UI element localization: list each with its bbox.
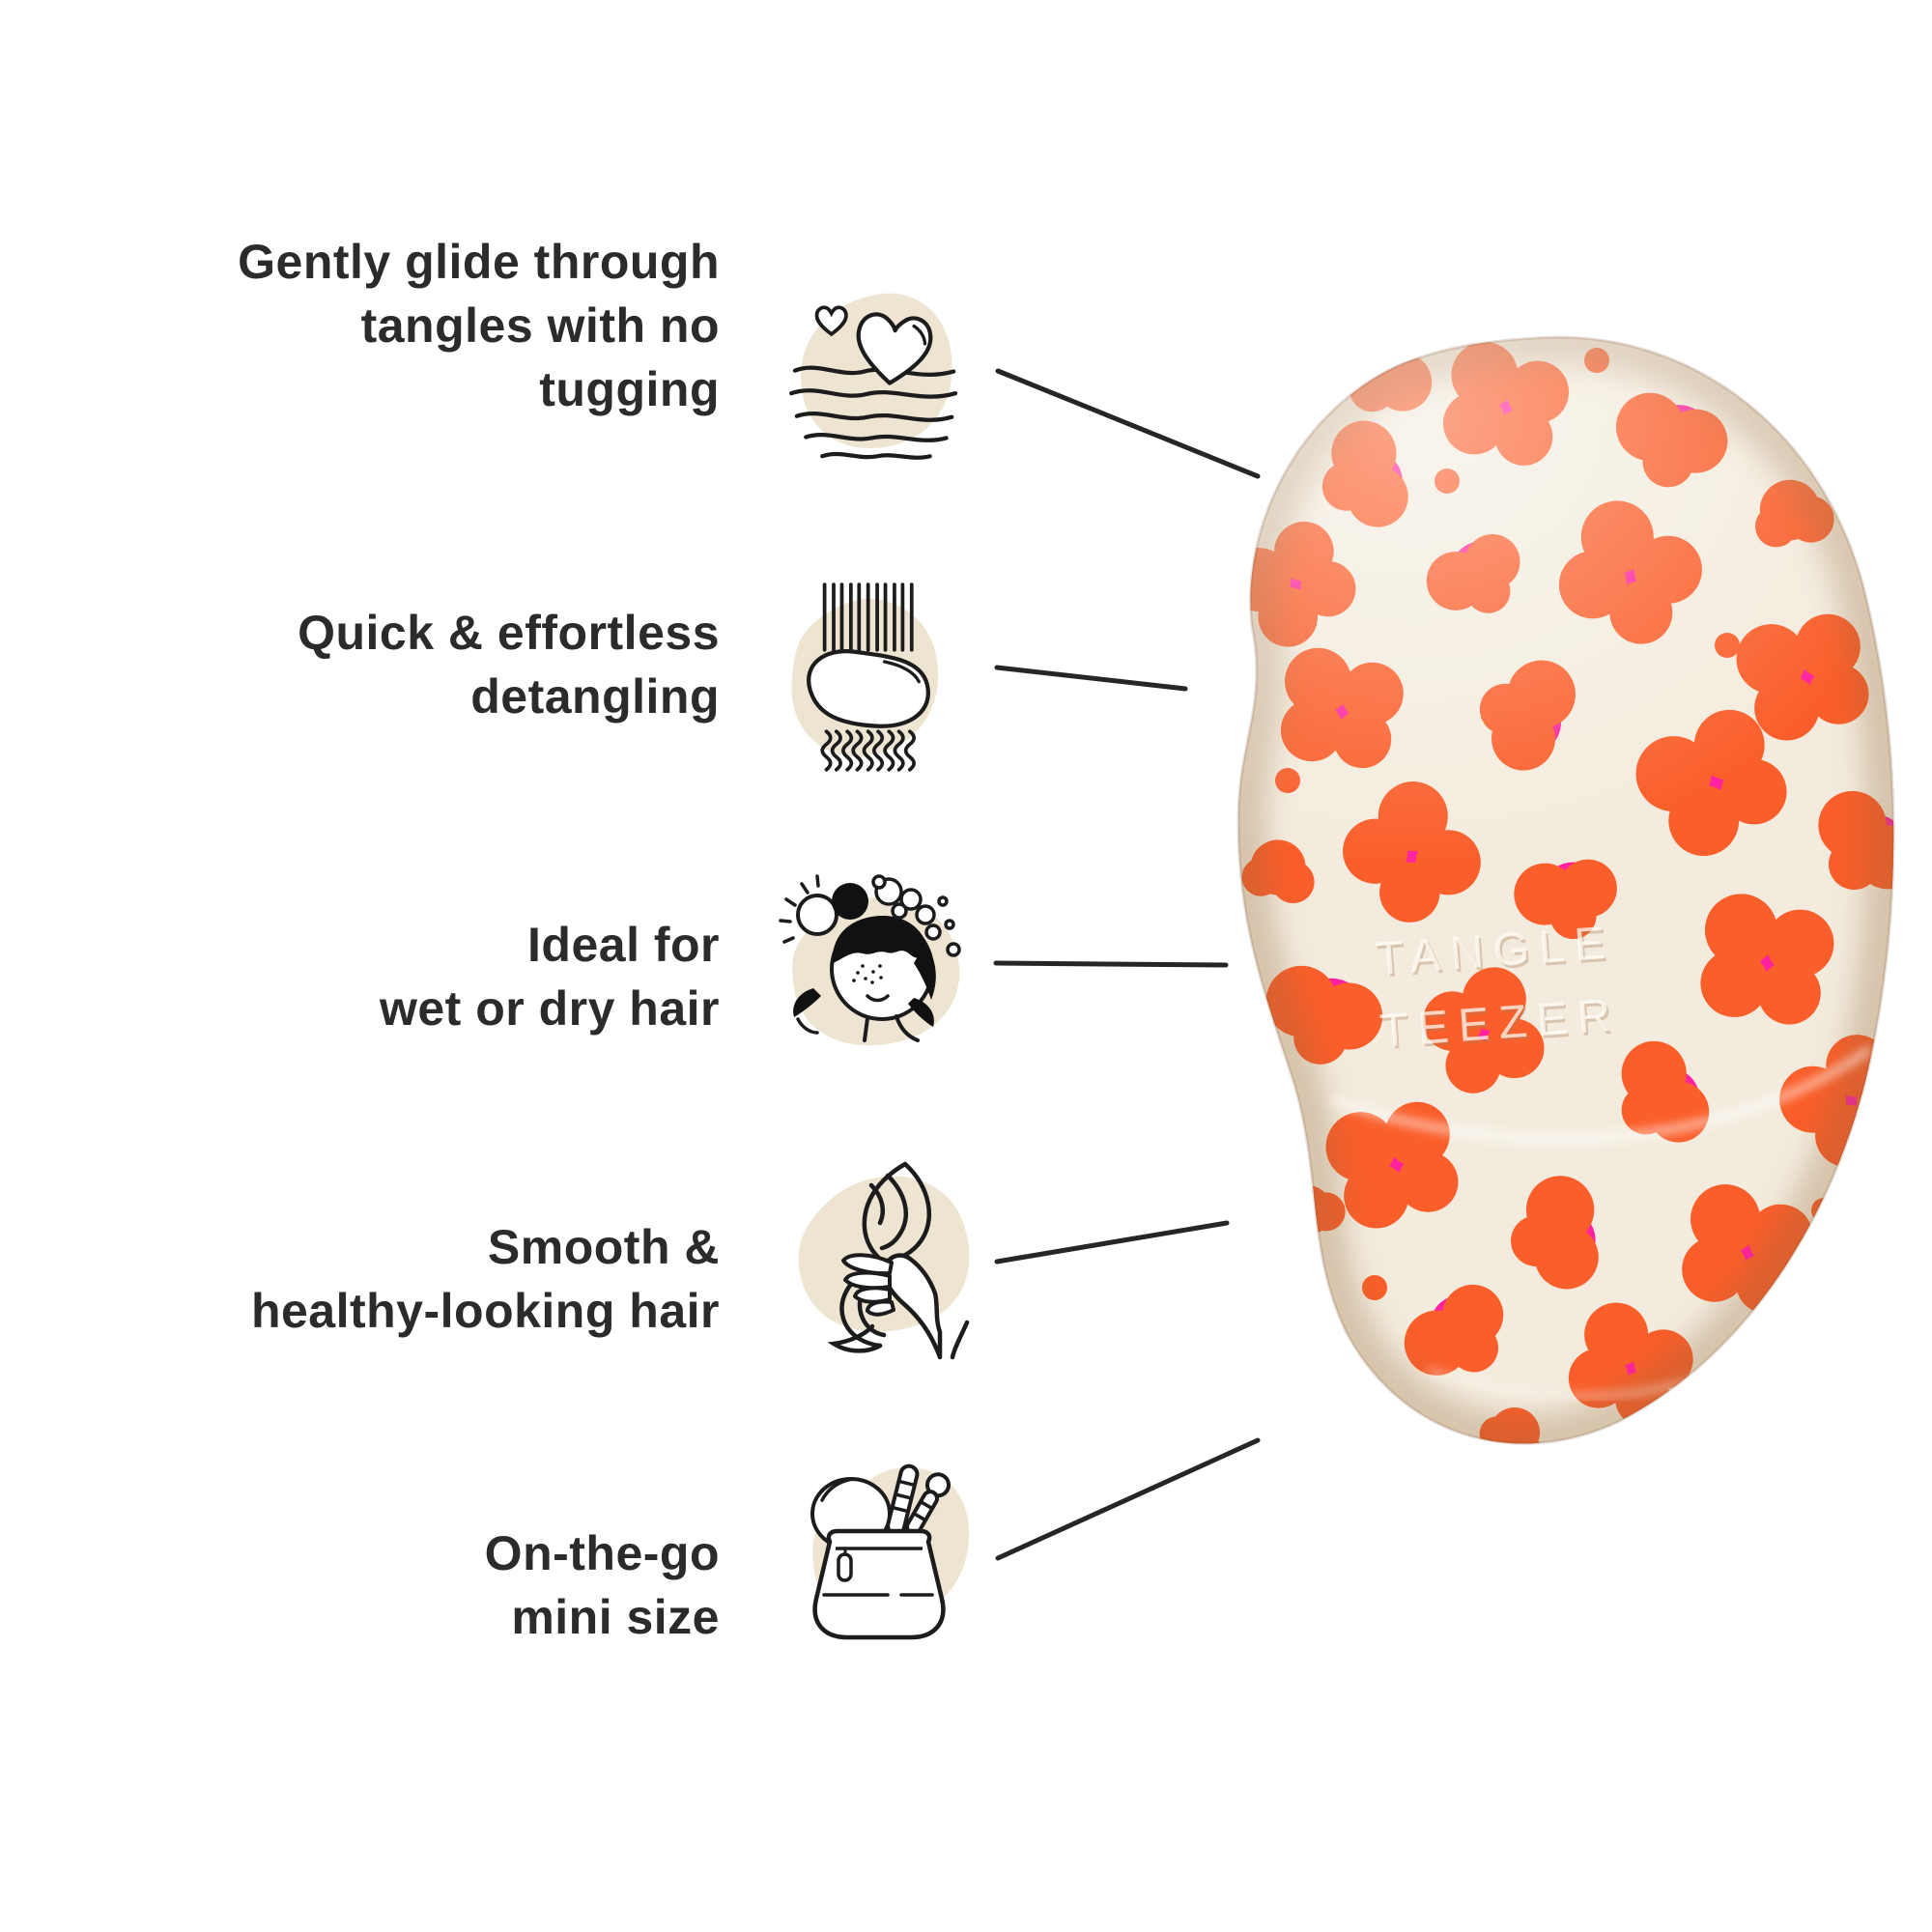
feature-line: Quick & effortless bbox=[298, 606, 720, 660]
feature-line: wet or dry hair bbox=[379, 981, 720, 1036]
feature-line: On-the-go bbox=[484, 1526, 720, 1580]
feature-label-wet-or-dry: Ideal for wet or dry hair bbox=[39, 913, 720, 1040]
cosmetic-bag-icon bbox=[778, 1446, 980, 1654]
feature-line: detangling bbox=[470, 669, 720, 724]
feature-label-quick-detangling: Quick & effortless detangling bbox=[39, 601, 720, 728]
connector-line-1 bbox=[995, 368, 1261, 479]
feature-line: mini size bbox=[511, 1590, 720, 1644]
feature-line: Smooth & bbox=[487, 1220, 720, 1274]
feature-line: Gently glide through bbox=[238, 235, 720, 289]
connector-line-2 bbox=[994, 665, 1188, 692]
detangling-brush-icon bbox=[773, 572, 954, 781]
product-brush-image: TANGLE TANGLE TEEZER TEEZER bbox=[1225, 327, 1901, 1457]
connector-line-4 bbox=[994, 1220, 1230, 1264]
feature-label-gentle-glide: Gently glide through tangles with no tug… bbox=[39, 230, 720, 421]
feature-label-on-the-go: On-the-go mini size bbox=[39, 1521, 720, 1649]
feature-line: Ideal for bbox=[527, 918, 720, 972]
feature-line: healthy-looking hair bbox=[250, 1284, 720, 1338]
feature-line: tugging bbox=[539, 362, 720, 416]
hair-washing-girl-icon bbox=[773, 863, 971, 1056]
hearts-waves-icon bbox=[781, 283, 970, 461]
brush-graphic: TANGLE TANGLE TEEZER TEEZER bbox=[1236, 335, 1895, 1445]
hand-holding-hair-icon bbox=[778, 1152, 985, 1360]
feature-label-smooth-hair: Smooth & healthy-looking hair bbox=[39, 1215, 720, 1343]
connector-line-3 bbox=[993, 960, 1229, 968]
feature-line: tangles with no bbox=[360, 298, 720, 353]
connector-line-5 bbox=[995, 1437, 1261, 1561]
